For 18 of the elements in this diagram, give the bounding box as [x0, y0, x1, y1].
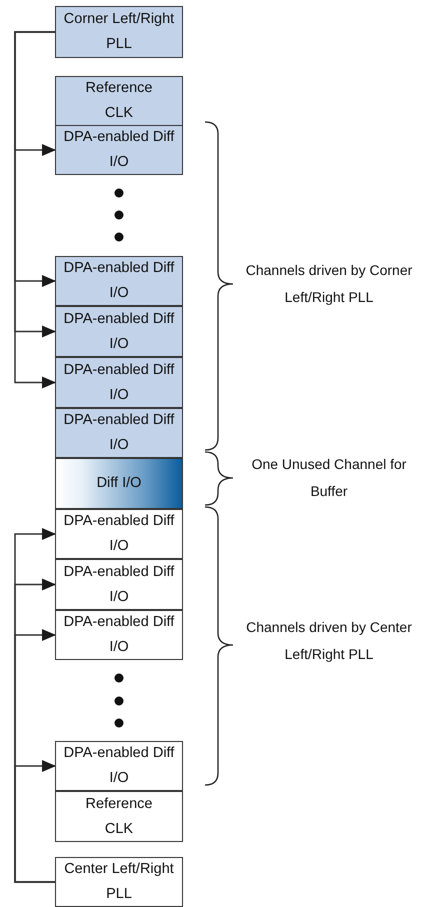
channel-box: DPA-enabled Diff I/O [55, 741, 183, 791]
channel-box: DPA-enabled Diff I/O [55, 559, 183, 610]
channel-box: DPA-enabled Diff I/O [55, 509, 183, 559]
channel-box: Reference CLK [55, 76, 183, 126]
pll-box: Center Left/Right PLL [55, 857, 183, 907]
unused-channel-box: Diff I/O [55, 458, 183, 509]
channel-box: Reference CLK [55, 791, 183, 842]
brace-label: Channels driven by Corner Left/Right PLL [244, 261, 414, 307]
channel-box: DPA-enabled Diff I/O [55, 357, 183, 408]
channel-box: DPA-enabled Diff I/O [55, 408, 183, 458]
channel-box: DPA-enabled Diff I/O [55, 125, 183, 175]
brace-label: One Unused Channel for Buffer [250, 455, 408, 501]
brace-label: Channels driven by Center Left/Right PLL [245, 618, 413, 664]
arrow [14, 760, 56, 883]
channel-box: DPA-enabled Diff I/O [55, 256, 183, 306]
channel-box: DPA-enabled Diff I/O [55, 610, 183, 660]
pll-box: Corner Left/Right PLL [55, 6, 183, 58]
channel-box: DPA-enabled Diff I/O [55, 306, 183, 357]
